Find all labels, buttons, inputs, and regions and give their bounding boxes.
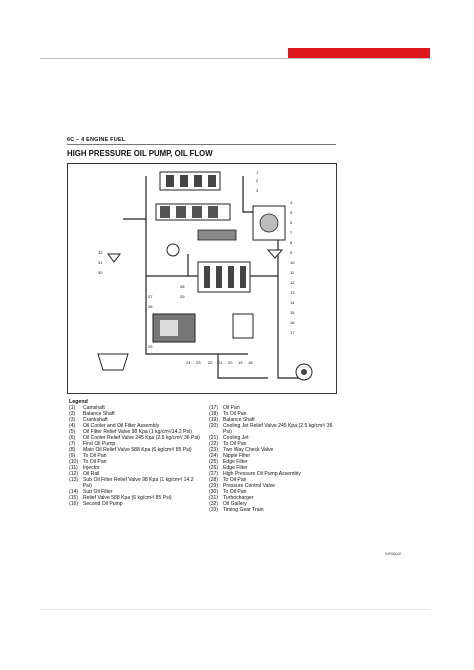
legend-item: (12)Oil Rail: [69, 471, 100, 477]
oil-line-pan: [277, 314, 300, 379]
callout-label: 7: [290, 230, 293, 235]
legend-item: (1)Camshaft: [69, 405, 105, 411]
legend-item: (14)Sub Oil Filter: [69, 489, 113, 495]
callout-label: 8: [290, 240, 293, 245]
legend-item: (26)Edge Filter: [209, 465, 248, 471]
callout-label: 28: [180, 284, 185, 289]
sub-oil-filter: [232, 313, 254, 339]
legend-item: (29)Pressure Control Valve: [209, 483, 275, 489]
balance-shaft: [197, 229, 237, 241]
legend-item: (9)To Oil Pan: [69, 453, 107, 459]
header-red-bar: [288, 48, 430, 59]
callout-label: 3: [256, 188, 259, 193]
legend-item: (16)Second Oil Pump: [69, 501, 123, 507]
legend-column-right: (17)Oil Pan (18)To Oil Pan (19)Balance S…: [209, 405, 337, 513]
legend-item: (30)To Oil Pan: [209, 489, 247, 495]
callout-label: 10: [290, 260, 295, 265]
page-title: HIGH PRESSURE OIL PUMP, OIL FLOW: [67, 149, 213, 158]
callout-label: 30: [98, 270, 103, 275]
oil-pan: [97, 353, 129, 371]
camshaft: [159, 171, 221, 191]
legend-item: (7)First Oil Pump: [69, 441, 116, 447]
callout-label: 6: [290, 220, 293, 225]
callout-label: 24: [186, 360, 191, 365]
to-oil-pan-arrow: [107, 253, 121, 263]
legend-item: (3)Crankshaft: [69, 417, 108, 423]
legend-item: (17)Oil Pan: [209, 405, 240, 411]
legend-item: (33)Timing Gear Train: [209, 507, 264, 513]
header-rule: [40, 58, 430, 59]
legend-item: (6)Oil Cooler Relief Valve 245 Kpa (2.5 …: [69, 435, 200, 441]
callout-label: 25: [148, 344, 153, 349]
callout-label: 29: [180, 294, 185, 299]
legend-item: (25)Edge Filter: [209, 459, 248, 465]
callout-label: 19: [238, 360, 243, 365]
legend-item: (32)Oil Gallery: [209, 501, 247, 507]
legend-item: (24)Nipple Filter: [209, 453, 251, 459]
legend-item: (4)Oil Cooler and Oil Filter Assembly: [69, 423, 160, 429]
legend-item: (18)To Oil Pan: [209, 411, 247, 417]
legend-title: Legend: [69, 399, 88, 405]
callout-label: 17: [290, 330, 295, 335]
callout-label: 32: [98, 250, 103, 255]
callout-label: 5: [290, 210, 293, 215]
oil-line-left: [145, 176, 248, 355]
high-pressure-oil-pump: [152, 313, 196, 343]
callout-label: 16: [290, 320, 295, 325]
legend-item: (8)Main Oil Relief Valve 588 Kpa (6 kg/c…: [69, 447, 192, 453]
to-oil-pan-arrow: [266, 249, 284, 259]
oil-flow-diagram: 1 2 3 4 5 6 7 8 9 10 11 12 13 14 15 16 1…: [67, 163, 401, 556]
callout-label: 14: [290, 300, 295, 305]
legend-item: (27)High Pressure Oil Pump Assembly: [209, 471, 301, 477]
oil-line-bottom: [217, 354, 268, 379]
legend-item: (15)Relief Valve 588 Kpa (6 kg/cm²/ 85 P…: [69, 495, 172, 501]
callout-label: 27: [148, 294, 153, 299]
callout-label: 1: [256, 170, 259, 175]
callout-label: 2: [256, 178, 259, 183]
callout-label: 4: [290, 200, 293, 205]
legend-item: (2)Balance Shaft: [69, 411, 115, 417]
legend-item: (13)Sub Oil Filter Relief Valve 98 Kpa (…: [69, 477, 194, 489]
legend-item: (20)Cooling Jet Relief Valve 245 Kpa (2.…: [209, 423, 333, 435]
oil-cooler-filter-assembly: [252, 205, 286, 241]
callout-label: 9: [290, 250, 293, 255]
legend-item: (11)Injector: [69, 465, 100, 471]
callout-label: 18: [248, 360, 253, 365]
turbocharger: [295, 363, 313, 381]
legend-item: (5)Oil Filter Relief Valve 98 Kpa (1 kg/…: [69, 429, 192, 435]
legend-item: (31)Turbocharger: [209, 495, 254, 501]
crankshaft: [155, 203, 231, 221]
legend-item: (28)To Oil Pan: [209, 477, 247, 483]
footer-rule: [40, 609, 430, 610]
legend-item: (22)To Oil Pan: [209, 441, 247, 447]
callout-label: 22: [208, 360, 213, 365]
callout-label: 13: [290, 290, 295, 295]
callout-label: 12: [290, 280, 295, 285]
section-rule: [67, 144, 336, 145]
figure-code: 04FAB000: [385, 552, 402, 556]
legend-item: (19)Balance Shaft: [209, 417, 255, 423]
callout-label: 11: [290, 270, 295, 275]
oil-flow-diagram-svg: 1 2 3 4 5 6 7 8 9 10 11 12 13 14 15 16 1…: [97, 170, 313, 381]
legend-column-left: (1)Camshaft (2)Balance Shaft (3)Cranksha…: [69, 405, 203, 507]
callout-label: 15: [290, 310, 295, 315]
callout-label: 26: [148, 304, 153, 309]
section-heading: 6C – 4 ENGINE FUEL: [67, 137, 126, 143]
callout-label: 21: [218, 360, 223, 365]
oil-rail-injectors: [197, 261, 251, 293]
callout-label: 23: [196, 360, 201, 365]
callout-label: 20: [228, 360, 233, 365]
legend-item: (10)To Oil Pan: [69, 459, 107, 465]
first-oil-pump: [166, 243, 180, 257]
callout-label: 31: [98, 260, 103, 265]
legend-item: (21)Cooling Jet: [209, 435, 249, 441]
legend-item: (23)Two Way Check Valve: [209, 447, 274, 453]
